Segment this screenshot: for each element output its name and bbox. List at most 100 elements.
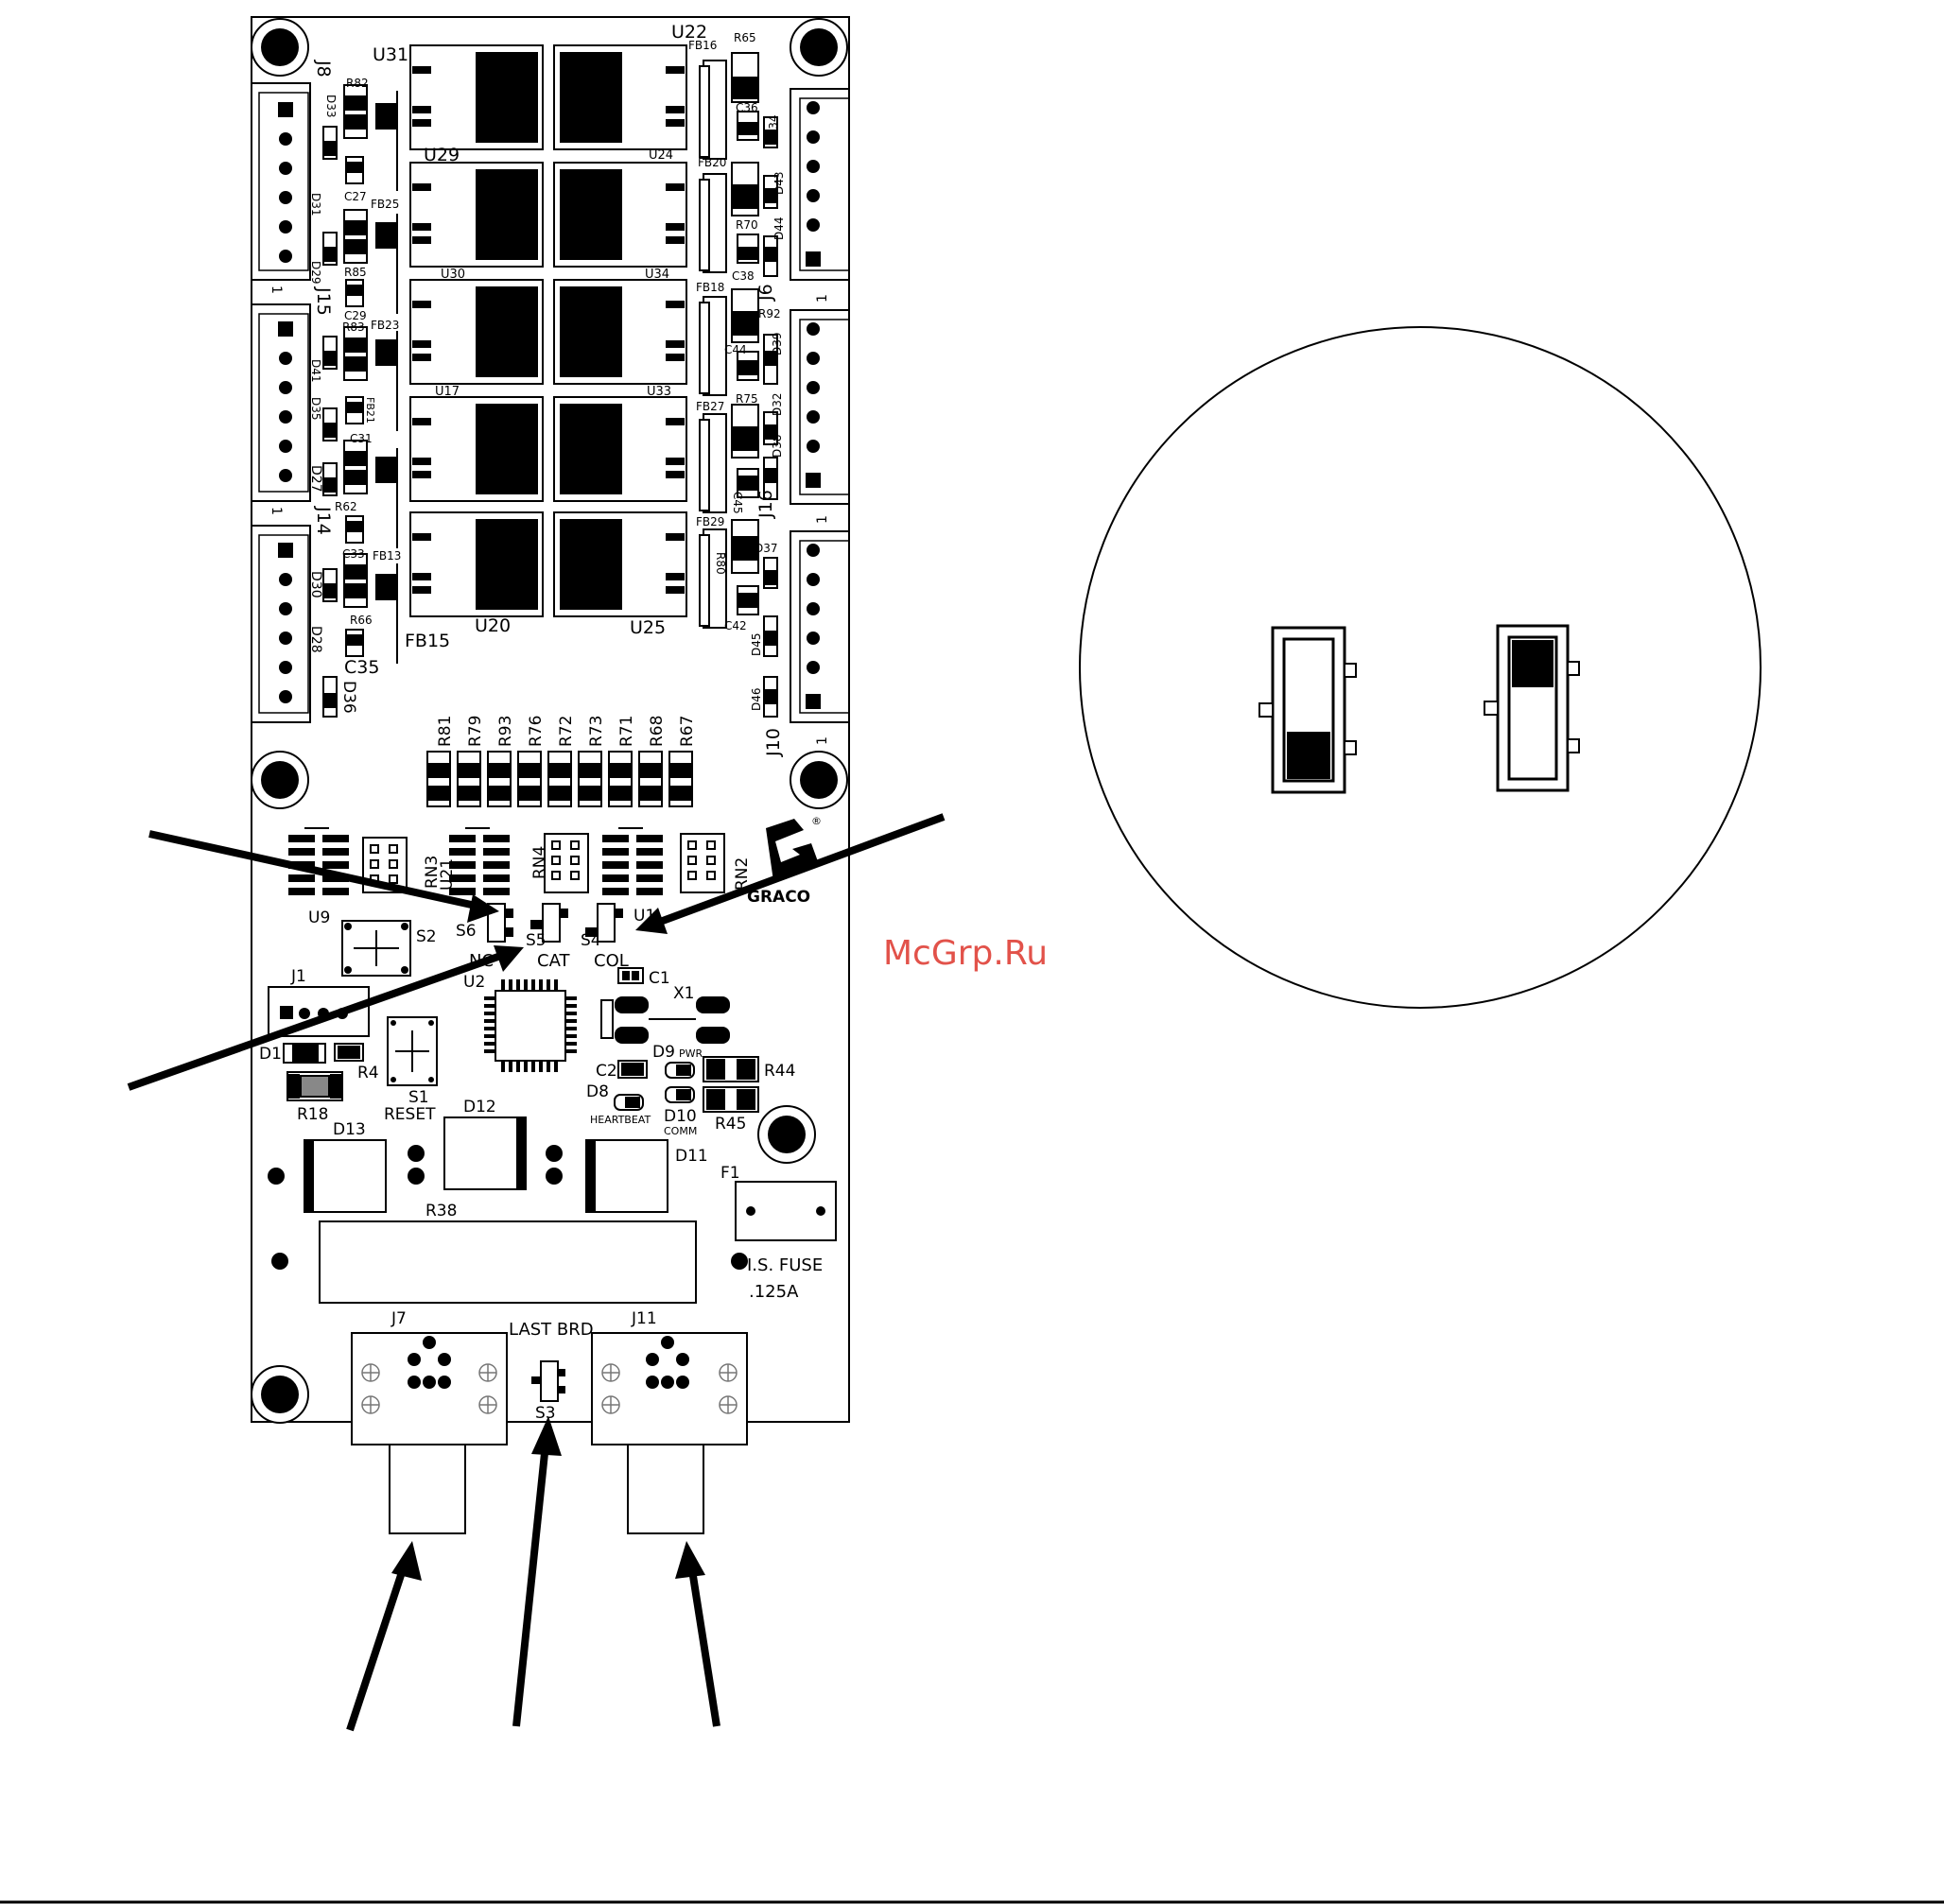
label-pin1-j15: 1 — [269, 286, 284, 294]
label-d33: D33 — [324, 95, 338, 118]
label-d46: D46 — [750, 687, 763, 711]
label-fuse-rating: .125A — [749, 1282, 799, 1302]
label-r45: R45 — [715, 1115, 746, 1134]
mounting-holes — [251, 18, 848, 1424]
label-d10: D10 — [664, 1107, 697, 1126]
label-c2: C2 — [596, 1062, 617, 1081]
tactile-switch-s2 — [341, 920, 411, 977]
label-u25: U25 — [630, 617, 666, 638]
label-r93: R93 — [496, 716, 515, 747]
label-f1: F1 — [720, 1164, 740, 1183]
label-c44: C44 — [724, 343, 747, 356]
label-pin1-j6: 1 — [815, 294, 830, 303]
microcontroller-u2 — [484, 979, 577, 1072]
label-c29: C29 — [344, 309, 367, 322]
label-d44: D44 — [772, 216, 786, 240]
label-u22: U22 — [671, 22, 707, 43]
label-pin1-j14: 1 — [269, 507, 284, 515]
label-u21: U21 — [438, 858, 457, 891]
label-r92: R92 — [758, 307, 781, 320]
label-comm: COMM — [664, 1125, 697, 1137]
label-d8: D8 — [586, 1082, 609, 1101]
last-board-switch-s3[interactable] — [531, 1360, 565, 1402]
label-fb15: FB15 — [405, 631, 450, 651]
regulator-modules-right — [553, 44, 687, 617]
label-r65: R65 — [734, 31, 756, 44]
label-fb29: FB29 — [696, 515, 724, 528]
label-d27: D27 — [308, 465, 323, 493]
label-d1: D1 — [259, 1045, 282, 1064]
label-fb13: FB13 — [373, 549, 401, 563]
callout-arrows — [127, 813, 946, 1732]
label-heartbeat: HEARTBEAT — [590, 1114, 651, 1126]
resistor-row — [426, 751, 693, 807]
label-r38: R38 — [425, 1202, 457, 1220]
label-d36: D36 — [339, 681, 358, 714]
label-r82: R82 — [346, 77, 369, 90]
connector-j10 — [790, 530, 850, 723]
label-r81: R81 — [436, 716, 455, 747]
label-x1: X1 — [673, 984, 694, 1003]
label-r72: R72 — [557, 716, 576, 747]
label-r66: R66 — [350, 614, 373, 627]
dip-switches-onboard[interactable] — [487, 903, 623, 943]
label-r70: R70 — [736, 218, 758, 232]
label-fb18: FB18 — [696, 281, 724, 294]
switch-detail-inset — [1079, 326, 1762, 1009]
label-d13: D13 — [333, 1120, 366, 1139]
label-pwr: PWR — [679, 1047, 703, 1060]
label-fb20: FB20 — [698, 156, 726, 169]
connector-j11 — [591, 1332, 748, 1534]
crystal-x1 — [600, 967, 730, 1044]
label-s3: S3 — [535, 1404, 556, 1423]
graco-wordmark: GRACO — [747, 888, 810, 907]
label-rn2: RN2 — [733, 857, 752, 891]
label-c42: C42 — [724, 619, 747, 632]
fuse-f1 — [735, 1181, 837, 1241]
label-c38: C38 — [732, 269, 755, 283]
reset-switch-s1 — [387, 1016, 438, 1086]
resistor-r38 — [319, 1220, 697, 1304]
label-d31: D31 — [309, 193, 322, 216]
label-d28: D28 — [308, 626, 323, 653]
label-reset: RESET — [384, 1105, 436, 1124]
label-d9: D9 — [652, 1043, 675, 1062]
connector-j8 — [251, 82, 311, 281]
label-u2: U2 — [463, 973, 485, 992]
power-input-parts — [283, 1043, 364, 1101]
connector-j14 — [251, 525, 311, 723]
label-r76: R76 — [527, 716, 546, 747]
label-s4: S4 — [581, 931, 601, 950]
label-j6: J6 — [755, 284, 776, 302]
label-j1: J1 — [290, 967, 306, 986]
logic-ics — [288, 827, 725, 895]
label-c36: C36 — [736, 101, 758, 114]
label-u34: U34 — [645, 268, 669, 282]
label-j7: J7 — [391, 1309, 407, 1328]
label-r67: R67 — [678, 716, 697, 747]
label-d35: D35 — [309, 397, 322, 421]
label-s1: S1 — [408, 1088, 429, 1107]
component-labels: U31 U22 U29 U24 U30 U34 U17 U33 U20 U25 … — [259, 22, 830, 1423]
dip-switch-detail-off — [1258, 626, 1357, 794]
small-components-right — [699, 52, 778, 718]
label-d30: D30 — [308, 571, 323, 598]
label-s6: S6 — [456, 922, 477, 941]
label-c1: C1 — [649, 969, 670, 988]
label-u17: U17 — [435, 385, 460, 399]
label-d32: D32 — [771, 392, 784, 416]
label-d39: D39 — [771, 332, 784, 355]
label-last-brd: LAST BRD — [509, 1320, 594, 1340]
label-d29: D29 — [309, 261, 322, 285]
label-r85: R85 — [344, 266, 367, 279]
label-pin1-j16: 1 — [815, 515, 830, 524]
label-cat: CAT — [537, 951, 570, 971]
label-j8: J8 — [313, 60, 334, 78]
label-nc: NC — [469, 951, 494, 971]
label-r83: R83 — [342, 320, 365, 334]
graco-logo: GRACO ® — [747, 815, 822, 907]
label-r80: R80 — [714, 552, 727, 575]
label-d45: D45 — [750, 632, 763, 656]
label-j15: J15 — [313, 286, 334, 316]
